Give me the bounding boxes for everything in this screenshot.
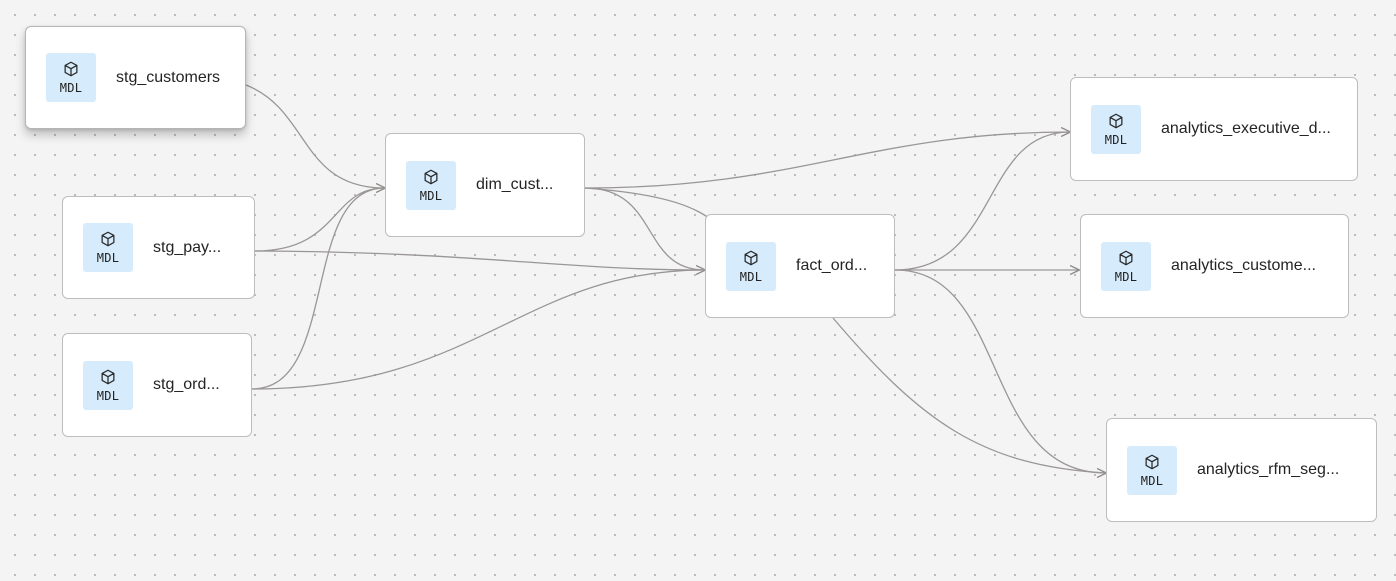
node-label: fact_ord... <box>796 257 868 274</box>
node-label: stg_pay... <box>153 238 222 256</box>
cube-icon <box>64 61 78 77</box>
edge-fact-orders-to-analytics-executive <box>894 131 1071 271</box>
model-badge: MDL <box>406 160 456 210</box>
node-label: dim_cust... <box>476 176 554 193</box>
model-type-label: MDL <box>739 269 763 284</box>
model-badge: MDL <box>1091 104 1141 154</box>
node-label: analytics_executive_d... <box>1161 120 1331 137</box>
model-badge: MDL <box>46 53 96 102</box>
node-label: stg_ord... <box>153 376 220 393</box>
cube-icon <box>424 169 438 184</box>
cube-icon <box>101 369 115 384</box>
cube-icon <box>1145 454 1159 469</box>
edge-stg-orders-to-dim-customers <box>251 187 386 390</box>
node-label: analytics_rfm_seg... <box>1197 461 1340 478</box>
model-badge: MDL <box>83 223 133 272</box>
model-type-label: MDL <box>96 251 120 265</box>
node-analytics-rfm[interactable]: MDL analytics_rfm_seg... <box>1106 418 1377 522</box>
edge-dim-customers-to-analytics-executive <box>584 132 1070 189</box>
edge-dim-customers-to-fact-orders <box>584 187 706 271</box>
edge-stg-payments-to-fact-orders <box>254 250 705 270</box>
edge-stg-customers-to-dim-customers <box>245 84 385 188</box>
node-label: stg_customers <box>116 68 221 86</box>
node-analytics-executive[interactable]: MDL analytics_executive_d... <box>1070 77 1358 181</box>
cube-icon <box>744 250 758 265</box>
node-label: analytics_custome... <box>1171 257 1316 274</box>
node-stg-payments[interactable]: MDL stg_pay... <box>62 196 255 299</box>
node-dim-customers[interactable]: MDL dim_cust... <box>385 133 585 237</box>
model-type-label: MDL <box>419 188 443 203</box>
model-badge: MDL <box>726 241 776 291</box>
model-type-label: MDL <box>1140 473 1164 488</box>
cube-icon <box>1119 250 1133 265</box>
edge-fact-orders-to-analytics-rfm <box>894 269 1106 473</box>
cube-icon <box>101 231 115 247</box>
node-analytics-customers[interactable]: MDL analytics_custome... <box>1080 214 1349 318</box>
edge-stg-payments-to-dim-customers <box>254 187 386 252</box>
model-type-label: MDL <box>1104 132 1128 147</box>
cube-icon <box>1109 113 1123 128</box>
node-stg-orders[interactable]: MDL stg_ord... <box>62 333 252 437</box>
model-type-label: MDL <box>59 81 83 95</box>
model-type-label: MDL <box>96 388 120 403</box>
model-badge: MDL <box>1101 241 1151 291</box>
edge-stg-orders-to-fact-orders <box>251 269 706 390</box>
model-type-label: MDL <box>1114 269 1138 284</box>
edge-dim-customers-to-analytics-rfm <box>584 187 716 223</box>
model-badge: MDL <box>83 360 133 410</box>
node-stg-customers[interactable]: MDL stg_customers <box>25 26 246 129</box>
edge-fact-orders-to-analytics-rfm-2 <box>832 317 1107 474</box>
node-fact-orders[interactable]: MDL fact_ord... <box>705 214 895 318</box>
model-badge: MDL <box>1127 445 1177 495</box>
